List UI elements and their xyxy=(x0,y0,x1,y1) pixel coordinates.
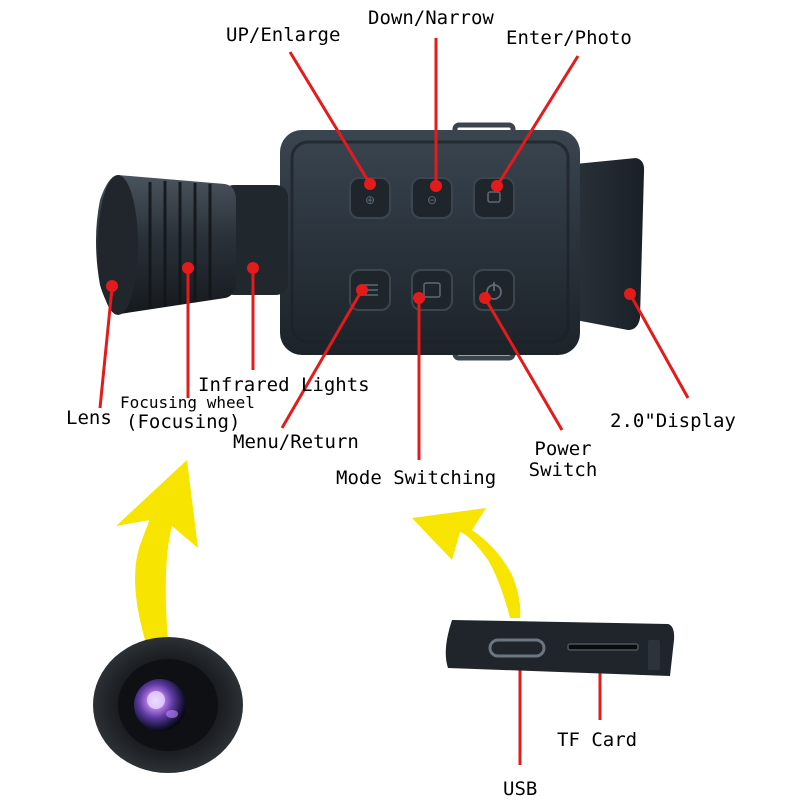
callout-lines xyxy=(98,38,690,765)
lens-closeup xyxy=(93,637,243,773)
label-up-enlarge: UP/Enlarge xyxy=(226,24,341,46)
label-enter-photo: Enter/Photo xyxy=(506,27,632,49)
tf-card-slot xyxy=(567,643,639,651)
usb-port xyxy=(488,638,546,658)
main-body xyxy=(280,130,580,355)
mode-icon xyxy=(423,282,441,298)
yellow-arrow-left xyxy=(116,460,198,640)
label-focusing: (Focusing) xyxy=(126,411,241,433)
display-hood xyxy=(565,158,645,330)
label-menu-return: Menu/Return xyxy=(233,431,359,453)
button-down-narrow[interactable]: ⊖ xyxy=(411,177,453,219)
button-enter-photo[interactable] xyxy=(473,177,515,219)
plus-magnify-icon: ⊕ xyxy=(365,193,375,207)
label-lens: Lens xyxy=(66,407,112,429)
label-tf-card: TF Card xyxy=(557,729,638,751)
camera-photo-icon xyxy=(487,191,501,203)
label-focusing-wheel: Focusing wheel xyxy=(120,393,255,412)
label-usb: USB xyxy=(503,778,538,800)
ports-closeup xyxy=(445,620,675,676)
yellow-arrow-right xyxy=(412,508,521,618)
label-infrared-lights: Infrared Lights xyxy=(198,374,370,396)
minus-magnify-icon: ⊖ xyxy=(427,193,437,207)
button-power-switch[interactable] xyxy=(473,269,515,311)
lens-collar xyxy=(222,185,288,295)
label-mode-switching: Mode Switching xyxy=(336,467,497,489)
label-power: Power xyxy=(534,438,592,460)
label-switch: Switch xyxy=(528,459,598,481)
device-body-group: ⊕ ⊖ xyxy=(96,122,645,361)
label-display: 2.0"Display xyxy=(610,410,736,432)
label-down-narrow: Down/Narrow xyxy=(368,7,494,29)
